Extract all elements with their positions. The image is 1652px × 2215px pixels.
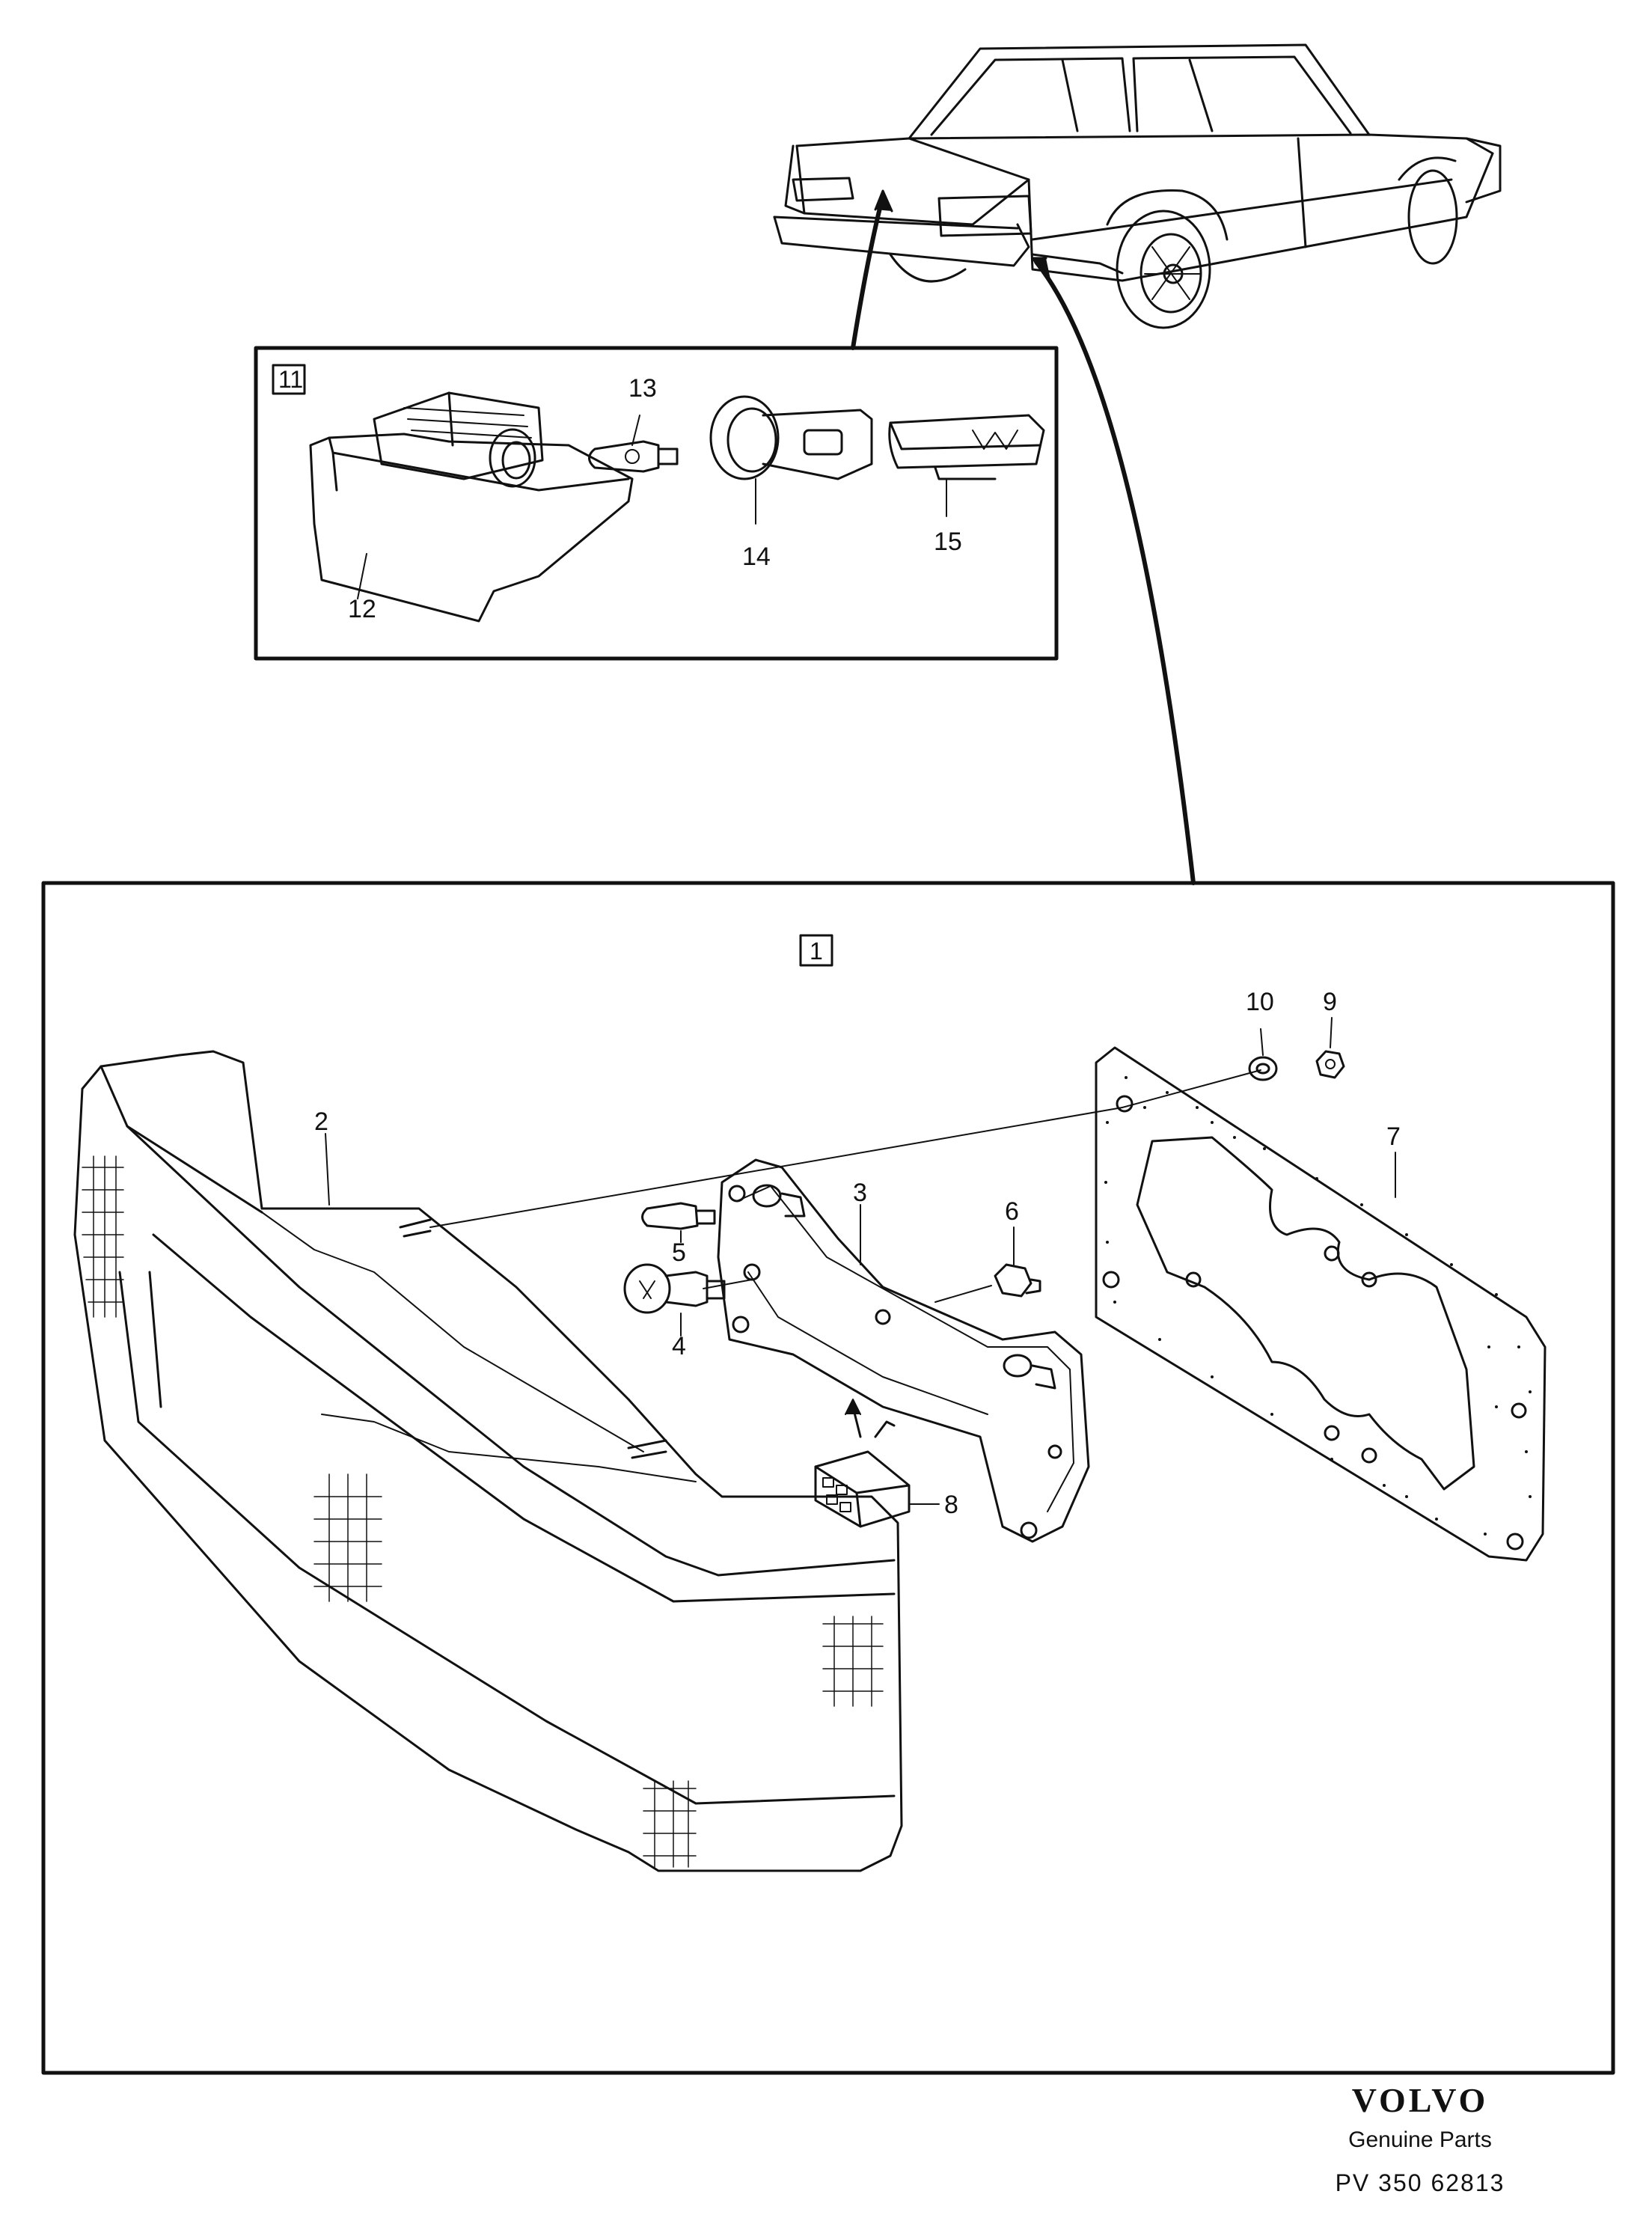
main-box <box>41 881 1615 2075</box>
part-number: PV 350 62813 <box>1335 2169 1505 2196</box>
callout-7: 7 <box>1386 1122 1401 1151</box>
pointer-arrows <box>851 189 1196 885</box>
callout-10: 10 <box>1246 988 1274 1016</box>
inset-leaders <box>357 415 947 599</box>
callout-15: 15 <box>934 528 962 556</box>
callout-12: 12 <box>348 595 376 623</box>
main-label: 1 <box>810 938 823 965</box>
assembly-lines <box>429 1069 1261 1303</box>
connector-8 <box>814 1399 911 1528</box>
callout-6: 6 <box>1005 1197 1019 1226</box>
nut-6 <box>994 1263 1041 1298</box>
inset-label-box <box>272 364 306 395</box>
brand-block: VOLVO Genuine Parts PV 350 62813 <box>1300 2080 1540 2197</box>
washer-10 <box>1248 1056 1278 1081</box>
bulb-holder-plate <box>717 1158 1090 1543</box>
bulb-13 <box>588 440 679 473</box>
main-label-box <box>799 934 833 967</box>
bulb-holder-14 <box>709 395 873 480</box>
lens-15 <box>888 414 1045 480</box>
callout-4: 4 <box>672 1332 686 1360</box>
callout-9: 9 <box>1323 988 1337 1016</box>
inset-box <box>254 346 1059 661</box>
car-illustration <box>773 43 1502 329</box>
bulb-4 <box>623 1263 726 1314</box>
license-lamp-housing <box>309 391 634 623</box>
volvo-logo: VOLVO <box>1351 2081 1489 2119</box>
brand-tagline: Genuine Parts <box>1348 2127 1492 2152</box>
main-leaders <box>325 1017 1396 1505</box>
callout-14: 14 <box>742 543 771 571</box>
inset-label: 11 <box>278 366 303 393</box>
callout-13: 13 <box>628 374 657 403</box>
callout-5: 5 <box>672 1238 686 1267</box>
callout-2: 2 <box>314 1108 328 1136</box>
tail-lamp-lens <box>73 1050 903 1872</box>
gasket-7 <box>1095 1046 1547 1562</box>
bulb-5 <box>641 1202 716 1230</box>
callout-8: 8 <box>944 1491 958 1519</box>
callout-3: 3 <box>853 1179 867 1207</box>
nut-9 <box>1315 1050 1345 1079</box>
